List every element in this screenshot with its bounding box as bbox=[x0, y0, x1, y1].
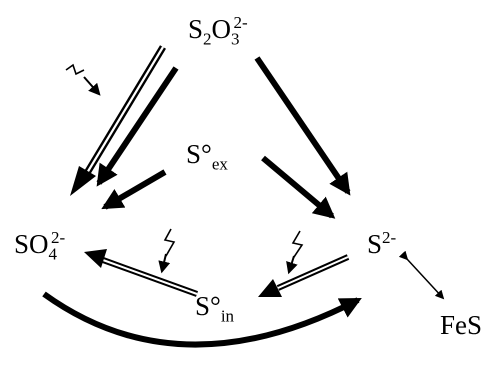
thiosulfate-sub1: 2 bbox=[203, 29, 212, 49]
arrow-thiosulfate-to-sulfate-double bbox=[70, 45, 166, 196]
sulfide-base: S bbox=[367, 229, 383, 259]
thiosulfate-sub2: 3 bbox=[231, 29, 240, 49]
arrow-thiosulfate-to-sulfate bbox=[96, 66, 179, 187]
s0-in-base: S° bbox=[195, 291, 221, 321]
arrow-sulfide-fes-equilibrium bbox=[398, 250, 445, 300]
arrow-sulfide-to-s0in-double bbox=[258, 254, 350, 297]
lightning-icon bbox=[65, 63, 101, 96]
s0-ex-base: S° bbox=[186, 139, 212, 169]
lightning-icon bbox=[286, 230, 304, 275]
sulfate-charge: 2- bbox=[51, 228, 66, 247]
arrow-s0ex-to-sulfide bbox=[261, 155, 336, 219]
s0-ex-sub: ex bbox=[211, 154, 228, 174]
thiosulfate-mid: O bbox=[211, 14, 232, 44]
node-s0-ex: S°ex bbox=[186, 139, 228, 174]
arrow-sulfate-to-sulfide-curve bbox=[42, 291, 362, 348]
arrow-s0in-to-sulfate-double bbox=[84, 249, 199, 297]
sulfate-sub: 4 bbox=[48, 244, 58, 264]
lightning-icon bbox=[158, 228, 176, 274]
node-s0-in: S°in bbox=[195, 291, 235, 326]
fes-label: FeS bbox=[440, 310, 483, 340]
arrow-thiosulfate-to-sulfide bbox=[254, 56, 351, 196]
node-sulfate: SO42- bbox=[14, 229, 65, 262]
thiosulfate-base: S bbox=[188, 14, 204, 44]
s0-in-sub: in bbox=[220, 306, 235, 326]
node-thiosulfate: S2O32- bbox=[188, 14, 248, 47]
node-sulfide: S2- bbox=[367, 229, 396, 258]
node-fes: FeS bbox=[440, 312, 482, 339]
thiosulfate-charge: 2- bbox=[233, 13, 248, 32]
sulfide-charge: 2- bbox=[382, 228, 397, 247]
sulfate-base: SO bbox=[14, 229, 49, 259]
arrow-s0ex-to-sulfate bbox=[101, 169, 167, 210]
